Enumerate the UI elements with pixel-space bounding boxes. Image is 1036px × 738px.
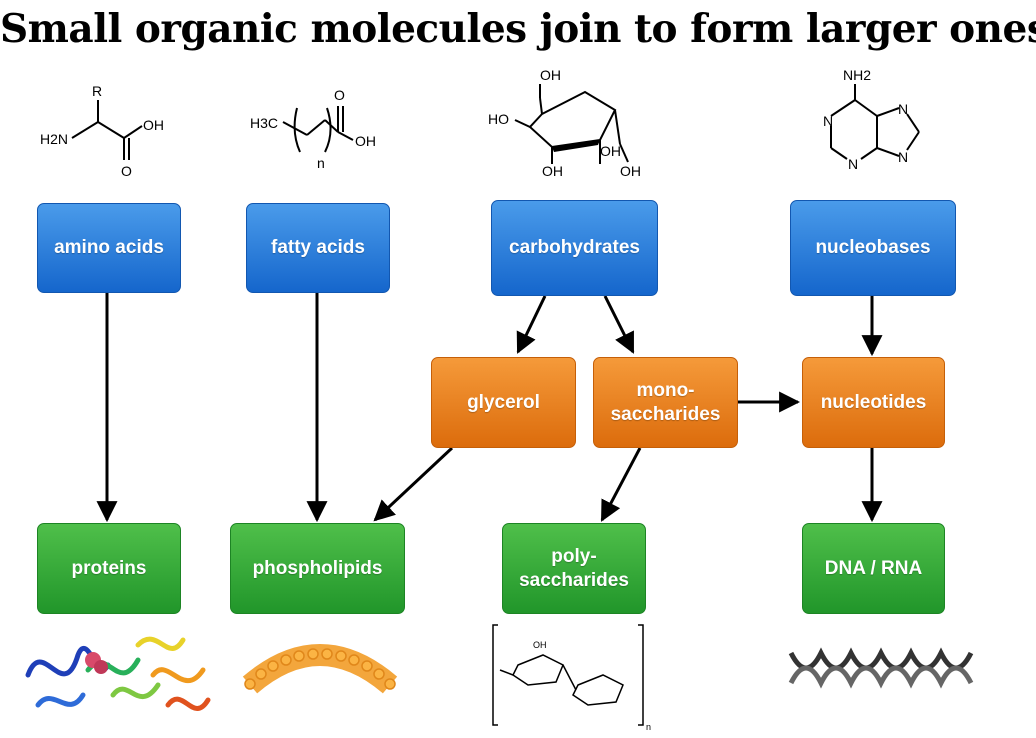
arrow-carbo-to-glycerol (516, 295, 547, 354)
amino-nh2-label: H2N (40, 131, 68, 147)
monosaccharides-box: mono- saccharides (593, 357, 738, 448)
arrow-mono-to-poly (600, 447, 642, 522)
amino-oh-label: OH (143, 117, 164, 133)
glucose-oh-top: OH (540, 67, 561, 83)
phospholipid-arc-image (242, 644, 398, 694)
adenine-nh2-label: NH2 (843, 67, 871, 83)
protein-ribbon-image (25, 636, 211, 711)
glucose-ho-left: HO (488, 111, 509, 127)
glycerol-box: glycerol (431, 357, 576, 448)
fatty-oh-label: OH (355, 133, 376, 149)
nucleotides-box: nucleotides (802, 357, 945, 448)
poly-n-label: n (646, 722, 651, 732)
adenine-n3-label: N (898, 101, 908, 117)
amino-acids-box: amino acids (37, 203, 181, 293)
fatty-acids-box: fatty acids (246, 203, 390, 293)
fatty-n-label: n (317, 155, 325, 171)
arrow-carbo-to-mono (603, 295, 635, 354)
glucose-oh-3: OH (620, 163, 641, 179)
amino-o-label: O (121, 163, 132, 179)
fatty-o-label: O (334, 87, 345, 103)
glucose-structure: OH HO OH OH OH (488, 67, 641, 179)
phospholipids-box: phospholipids (230, 523, 405, 614)
poly-oh-label: OH (533, 640, 547, 650)
nucleobases-box: nucleobases (790, 200, 956, 296)
arrow-glycerol-to-phospholipids (373, 446, 454, 522)
amino-acid-structure: R H2N OH O (40, 83, 164, 179)
dna-rna-box: DNA / RNA (802, 523, 945, 614)
adenine-n1-label: N (823, 113, 833, 129)
glucose-oh-1: OH (542, 163, 563, 179)
adenine-n2-label: N (848, 156, 858, 172)
polysaccharide-structure: OH n (492, 624, 651, 732)
dna-helix-image (788, 647, 974, 689)
page-title: Small organic molecules join to form lar… (0, 6, 1036, 52)
amino-r-label: R (92, 83, 102, 99)
proteins-box: proteins (37, 523, 181, 614)
adenine-n4-label: N (898, 149, 908, 165)
fatty-h3c-label: H3C (250, 115, 278, 131)
glucose-oh-2: OH (600, 143, 621, 159)
adenine-structure: NH2 N N N N (823, 67, 920, 172)
polysaccharides-box: poly- saccharides (502, 523, 646, 614)
carbohydrates-box: carbohydrates (491, 200, 658, 296)
fatty-acid-structure: H3C n O OH (250, 87, 376, 171)
